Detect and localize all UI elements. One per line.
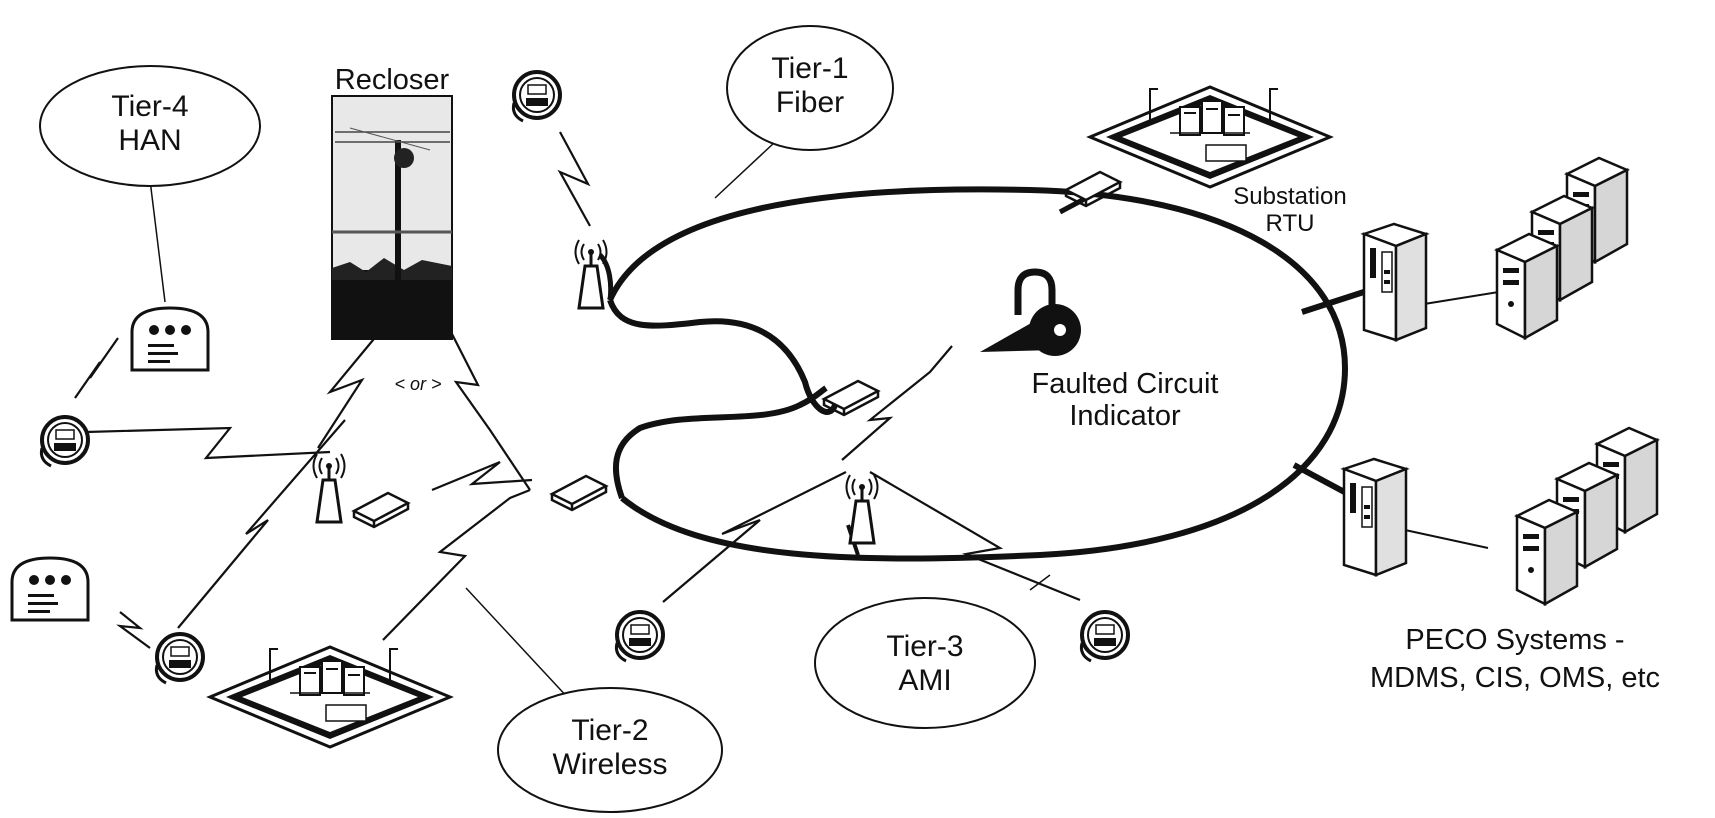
smart-meter-icon [1081, 612, 1128, 661]
smart-meter-icon [513, 72, 560, 121]
han-device-icon [132, 308, 208, 370]
lightning-link-icon [560, 132, 590, 226]
server-icon [1344, 459, 1406, 575]
tier1-line2: Fiber [755, 86, 865, 120]
lightning-link-icon [432, 462, 532, 490]
modem-icon [354, 493, 408, 527]
server-icon [1364, 224, 1426, 340]
modem-icon [1066, 172, 1120, 206]
tier3-label: Tier-3 AMI [865, 630, 985, 697]
lightning-link-icon [870, 472, 1080, 600]
lightning-link-icon [86, 428, 330, 458]
server-icon [1497, 234, 1557, 338]
link-rack-servers-lower [1405, 530, 1488, 548]
peco-systems-label: PECO Systems - MDMS, CIS, OMS, etc [1325, 622, 1705, 697]
fiber-inner-curve-upper [610, 300, 835, 412]
rtu-label: Substation RTU [1220, 184, 1360, 238]
lightning-link-icon [663, 472, 846, 602]
server-icon [1517, 500, 1577, 604]
fci-label: Faulted Circuit Indicator [1010, 368, 1240, 433]
recloser-pole-icon [332, 96, 452, 339]
radio-tower-icon [847, 475, 878, 543]
leader-tier4 [150, 180, 165, 302]
smart-meter-icon [616, 612, 663, 661]
radio-tower-icon [314, 454, 345, 522]
recloser-label: Recloser [322, 64, 462, 96]
lightning-link-icon [383, 490, 530, 640]
tier1-label: Tier-1 Fiber [755, 52, 865, 119]
tier4-line1: Tier-4 [95, 90, 205, 124]
peco-line1: PECO Systems - [1325, 622, 1705, 660]
tier2-label: Tier-2 Wireless [530, 714, 690, 781]
tier4-label: Tier-4 HAN [95, 90, 205, 157]
link-ring-rack-lower [1294, 465, 1350, 495]
fci-line2: Indicator [1010, 400, 1240, 432]
lightning-link-icon [178, 420, 345, 628]
or-label: < or > [388, 374, 448, 394]
modem-icon [552, 476, 606, 510]
tier2-line2: Wireless [530, 748, 690, 782]
tier4-line2: HAN [95, 124, 205, 158]
lightning-link-icon [318, 334, 378, 448]
rtu-line1: Substation [1220, 184, 1360, 211]
peco-line2: MDMS, CIS, OMS, etc [1325, 660, 1705, 698]
smart-meter-icon [41, 417, 88, 466]
substation-icon [1090, 87, 1330, 187]
rtu-line2: RTU [1220, 211, 1360, 238]
modem-icon [824, 381, 878, 415]
tier1-line1: Tier-1 [755, 52, 865, 86]
lightning-link-icon [842, 346, 952, 460]
fiber-inner-curve-lower [616, 388, 826, 498]
han-device-icon [12, 558, 88, 620]
link-ring-rack-upper [1302, 290, 1370, 312]
faulted-circuit-indicator-icon [980, 272, 1081, 356]
radio-tower-icon [576, 240, 607, 308]
tier3-line1: Tier-3 [865, 630, 985, 664]
lightning-link-icon [75, 338, 118, 398]
smart-meter-icon [156, 634, 203, 683]
tier2-line1: Tier-2 [530, 714, 690, 748]
fci-line1: Faulted Circuit [1010, 368, 1240, 400]
leader-tier2 [466, 588, 570, 700]
tier3-line2: AMI [865, 664, 985, 698]
substation-icon [210, 647, 450, 747]
lightning-link-icon [120, 612, 150, 648]
lightning-links [75, 132, 1080, 648]
